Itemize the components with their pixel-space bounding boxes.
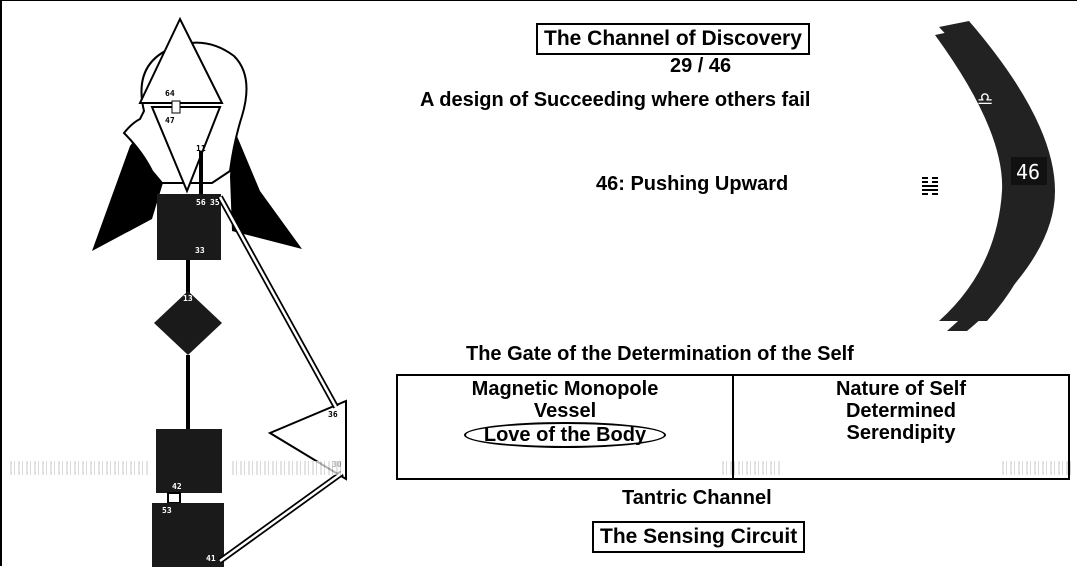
gate-label-64: 64 <box>165 89 175 98</box>
g-center <box>154 291 222 355</box>
gate-label-13: 13 <box>183 294 193 303</box>
gate-number-text: 46 <box>1016 160 1040 184</box>
right-attr-3: Serendipity <box>846 422 956 444</box>
root-center <box>152 503 224 567</box>
gate-label-33: 33 <box>195 246 205 255</box>
left-attributes-cell: Magnetic Monopole Vessel Love of the Bod… <box>396 374 734 480</box>
gate-title: The Gate of the Determination of the Sel… <box>466 343 854 365</box>
hexagram-46-icon <box>922 177 938 195</box>
gate-attributes-table: Magnetic Monopole Vessel Love of the Bod… <box>396 374 1070 480</box>
head-ajna-gap <box>171 100 181 114</box>
speckle-mid <box>232 461 342 475</box>
channel-design: A design of Succeeding where others fail <box>420 89 811 111</box>
gate-label-53: 53 <box>162 506 172 515</box>
right-attributes-cell: Nature of Self Determined Serendipity <box>732 374 1070 480</box>
throat-center <box>157 194 221 260</box>
right-attr-1: Nature of Self <box>835 378 967 400</box>
right-wing-shape <box>230 129 302 249</box>
circuit-name: The Sensing Circuit <box>592 521 806 553</box>
left-attr-3: Love of the Body <box>463 422 667 448</box>
channel-title: The Channel of Discovery <box>536 23 810 55</box>
sacral-root-gap <box>167 492 181 504</box>
zodiac-arc-band-main <box>935 27 1044 321</box>
virgo-icon: ♍ <box>964 242 978 261</box>
gate-label-56: 56 <box>196 198 206 207</box>
gate-label-11: 11 <box>196 144 206 153</box>
gate-label-35: 35 <box>210 198 220 207</box>
emotional-center <box>267 399 347 481</box>
zodiac-arc: ♎ ♍ 46 <box>935 21 1055 331</box>
left-attr-2: Vessel <box>533 400 597 422</box>
left-attr-1: Magnetic Monopole <box>471 378 659 400</box>
channel-35-36-inner <box>218 196 338 408</box>
gate-label-41: 41 <box>206 554 216 563</box>
bodygraph: 64 47 11 56 35 33 13 42 53 41 36 30 <box>92 16 347 567</box>
gate-name-line: 46: Pushing Upward <box>596 173 789 195</box>
ajna-center <box>150 106 222 194</box>
gate-label-42: 42 <box>172 482 182 491</box>
right-attr-2: Determined <box>845 400 957 422</box>
libra-icon: ♎ <box>977 89 993 110</box>
gate-label-36: 36 <box>328 410 338 419</box>
channel-gates: 29 / 46 <box>670 55 732 77</box>
circuit-group: Tantric Channel <box>622 487 772 509</box>
gate-label-47: 47 <box>165 116 175 125</box>
speckle-left <box>10 461 150 475</box>
gate-number-box <box>1011 157 1047 185</box>
sacral-center <box>156 429 222 493</box>
head-center <box>138 16 224 104</box>
channel-30-41-inner <box>219 471 343 563</box>
